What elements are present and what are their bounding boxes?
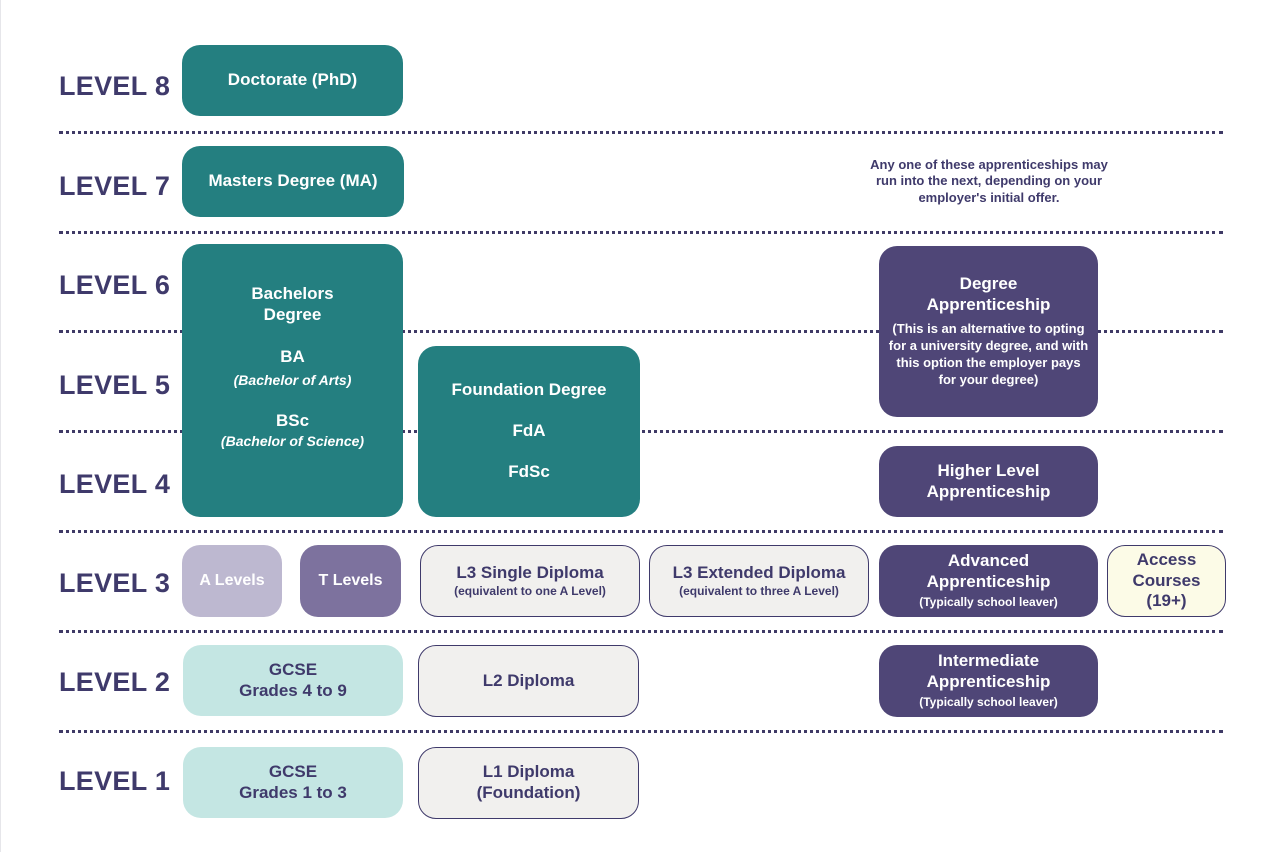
t-levels-box: T Levels [300,545,401,617]
access-courses-label: Access Courses (19+) [1132,549,1201,611]
gcse-1-3-grades: Grades 1 to 3 [239,782,347,802]
fdsc-label: FdSc [508,461,550,481]
masters-box: Masters Degree (MA) [182,146,404,217]
intermediate-apprenticeship-title: Intermediate Apprenticeship [926,651,1051,692]
doctorate-label: Doctorate (PhD) [227,70,358,90]
apprenticeship-note: Any one of these apprenticeships may run… [870,157,1108,205]
gcse-4-9-grades: Grades 4 to 9 [239,680,347,700]
gcse-4-9-title: GCSE [268,659,318,679]
l2-diploma-label: L2 Diploma [482,670,575,690]
bsc-label: BSc [275,411,310,430]
bachelors-box: Bachelors Degree BA (Bachelor of Arts) B… [182,244,403,517]
foundation-title: Foundation Degree [451,380,607,400]
doctorate-box: Doctorate (PhD) [182,45,403,116]
advanced-apprenticeship-box: Advanced Apprenticeship (Typically schoo… [879,545,1098,617]
level-1-label: LEVEL 1 [59,766,171,796]
l2-diploma-box: L2 Diploma [418,645,639,717]
gcse-grades-1-3-box: GCSE Grades 1 to 3 [183,747,403,818]
advanced-apprenticeship-description: (Typically school leaver) [919,594,1058,609]
masters-label: Masters Degree (MA) [208,171,378,191]
fda-label: FdA [512,421,546,441]
divider-8-7 [59,131,1223,134]
degree-apprenticeship-box: Degree Apprenticeship (This is an altern… [879,246,1098,417]
divider-4-3 [59,530,1223,533]
foundation-degree-box: Foundation Degree FdA FdSc [418,346,640,517]
access-courses-box: Access Courses (19+) [1107,545,1226,617]
divider-7-6 [59,231,1223,234]
level-8-label: LEVEL 8 [59,71,171,101]
l3-single-diploma-box: L3 Single Diploma (equivalent to one A L… [420,545,640,617]
higher-apprenticeship-box: Higher Level Apprenticeship [879,446,1098,517]
bachelors-title: Bachelors Degree [251,284,334,324]
gcse-grades-4-9-box: GCSE Grades 4 to 9 [183,645,403,716]
level-5-label: LEVEL 5 [59,370,171,400]
level-3-label: LEVEL 3 [59,568,171,598]
l3-extended-description: (equivalent to three A Level) [679,583,839,598]
divider-3-2 [59,630,1223,633]
advanced-apprenticeship-title: Advanced Apprenticeship [926,551,1051,592]
higher-apprenticeship-label: Higher Level Apprenticeship [926,460,1051,501]
level-6-label: LEVEL 6 [59,270,171,300]
divider-2-1 [59,730,1223,733]
level-7-label: LEVEL 7 [59,171,171,201]
l3-single-description: (equivalent to one A Level) [454,583,606,598]
divider-5-4 [59,430,1223,433]
degree-apprenticeship-title: Degree Apprenticeship [926,273,1051,314]
a-levels-label: A Levels [199,572,265,589]
intermediate-apprenticeship-box: Intermediate Apprenticeship (Typically s… [879,645,1098,717]
a-levels-box: A Levels [182,545,282,617]
l1-diploma-title: L1 Diploma [482,762,575,782]
degree-apprenticeship-description: (This is an alternative to opting for a … [888,321,1089,388]
gcse-1-3-title: GCSE [268,761,318,781]
l3-extended-title: L3 Extended Diploma [672,562,846,582]
intermediate-apprenticeship-description: (Typically school leaver) [919,694,1058,709]
l3-single-title: L3 Single Diploma [456,562,604,582]
bsc-description: (Bachelor of Science) [220,432,365,449]
level-2-label: LEVEL 2 [59,667,171,697]
l1-diploma-box: L1 Diploma (Foundation) [418,747,639,819]
level-4-label: LEVEL 4 [59,469,171,499]
l3-extended-diploma-box: L3 Extended Diploma (equivalent to three… [649,545,869,617]
l1-diploma-description: (Foundation) [476,783,581,802]
ba-label: BA [280,347,305,367]
t-levels-label: T Levels [318,572,383,589]
divider-6-5 [59,330,1223,333]
ba-description: (Bachelor of Arts) [233,372,352,389]
